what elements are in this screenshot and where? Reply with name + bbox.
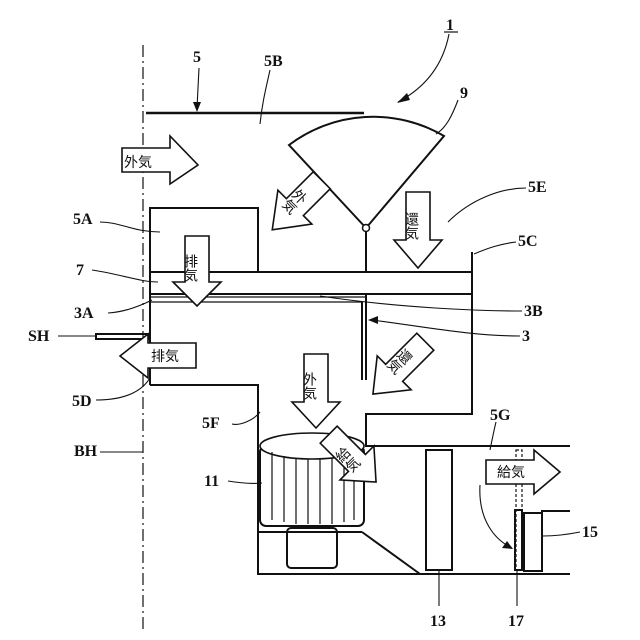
leader-11 [228,481,262,483]
leader-9 [436,100,458,134]
leader-3A [108,300,152,313]
arrow-outside-air-top: 外気 [122,136,198,184]
label-3B: 3B [524,303,543,320]
label-5F: 5F [202,415,220,432]
label-3A: 3A [74,305,94,322]
label-15: 15 [582,524,598,541]
label-5C: 5C [518,233,538,250]
label-11: 11 [204,473,219,490]
leader-1-head [397,93,410,103]
swing-arrow [480,485,512,548]
arrow-label: 外気 [124,155,152,171]
arrow-exhaust-left: 排気 [120,334,196,378]
leader-5F [232,412,260,424]
label-7: 7 [76,262,84,279]
swing-arrow-head [502,541,513,549]
label-3: 3 [522,328,530,345]
sh-hood [96,334,148,339]
leader-3B [320,296,522,311]
arrow-return-air: 還気 [394,192,442,268]
arrow-label: 給気 [497,465,525,481]
label-9: 9 [460,85,468,102]
label-5E: 5E [528,179,547,196]
arrow-outside-air-down: 外気 [292,354,340,428]
leader-lines [58,34,580,606]
leader-5-head [193,102,201,112]
arrow-label: 還気 [403,212,419,241]
label-13: 13 [430,613,446,630]
component-15 [524,513,542,571]
arrow-supply-air-right: 給気 [486,450,560,494]
label-5B: 5B [264,53,283,70]
base-slope [362,532,420,574]
label-BH: BH [74,443,98,460]
leader-5D [96,378,150,400]
leader-1 [398,34,449,102]
damper-pivot [363,225,370,232]
filter-13 [426,450,452,570]
label-5A: 5A [73,211,93,228]
leader-7 [92,270,158,282]
arrow-outside-air-diag: 外気 [255,163,338,246]
label-5: 5 [193,49,201,66]
arrow-label: 排気 [182,254,198,283]
leader-15 [543,532,580,536]
label-17: 17 [508,613,524,630]
leader-5C [474,242,516,254]
motor [287,528,337,568]
leader-3 [372,320,520,336]
label-SH: SH [28,328,50,345]
arrow-label: 外気 [301,372,317,401]
leader-5B [260,70,270,124]
label-5D: 5D [72,393,92,410]
chamber-5C-wall [366,252,570,446]
arrow-return-air-diag: 還気 [356,325,442,411]
label-5G: 5G [490,407,511,424]
arrow-label: 排気 [151,349,179,365]
leader-3-head [368,316,378,324]
leader-5E [448,188,526,222]
